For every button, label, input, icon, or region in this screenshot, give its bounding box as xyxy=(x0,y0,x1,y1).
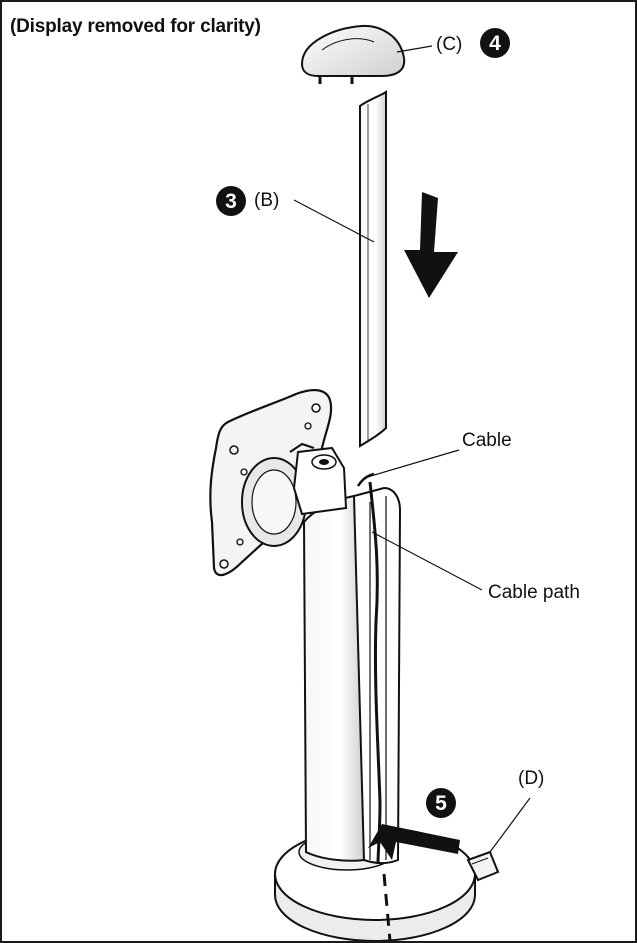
step-5-badge: 5 xyxy=(426,788,456,818)
cable-path-leader xyxy=(371,531,483,591)
cable-leader xyxy=(363,449,460,479)
vertical-axis-dash xyxy=(382,873,392,941)
stand-base xyxy=(274,827,476,941)
page-heading: (Display removed for clarity) xyxy=(10,16,261,37)
part-c-label: (C) xyxy=(436,34,463,55)
part-b-label: (B) xyxy=(254,190,280,211)
cable-path-label: Cable path xyxy=(488,582,580,603)
cable-label: Cable xyxy=(462,430,512,451)
step-3-badge: 3 xyxy=(216,186,246,216)
part-d-cover xyxy=(466,797,531,882)
cable-top xyxy=(356,472,375,487)
part-b-cover-panel xyxy=(359,90,387,448)
vesa-mount-plate xyxy=(209,388,333,577)
part-b-leader xyxy=(293,199,375,243)
part-c-leader xyxy=(396,45,433,53)
part-c-cap xyxy=(300,24,406,84)
step-4-badge: 4 xyxy=(480,28,510,58)
stand-column xyxy=(302,481,402,865)
column-top-knob xyxy=(289,442,348,516)
insert-arrow-icon xyxy=(368,824,460,860)
down-arrow-icon xyxy=(404,192,458,298)
part-d-label: (D) xyxy=(518,768,545,789)
